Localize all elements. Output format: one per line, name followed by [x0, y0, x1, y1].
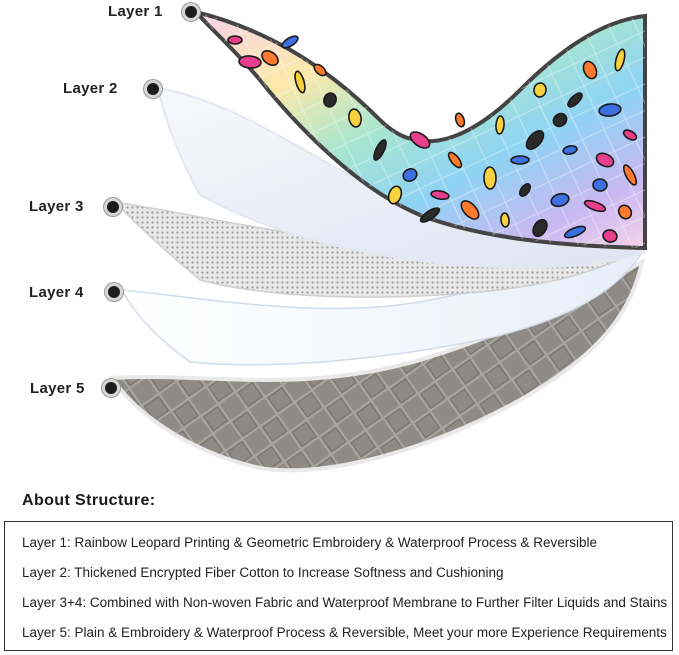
layer-1-shape: [190, 8, 647, 251]
leopard-spot: [552, 112, 568, 128]
leopard-spot: [614, 48, 626, 72]
leopard-spot: [567, 92, 583, 108]
leopard-spot: [500, 212, 510, 228]
leopard-spot: [495, 115, 505, 135]
leopard-spot: [550, 192, 570, 208]
description-line-layer-2: Layer 2: Thickened Encrypted Fiber Cotto…: [22, 565, 504, 580]
structure-description-box: Layer 1: Rainbow Leopard Printing & Geom…: [4, 521, 673, 651]
layer-2-label: Layer 2: [63, 80, 118, 97]
leopard-spot: [454, 112, 466, 128]
leopard-spot: [227, 35, 243, 45]
leopard-spots: [227, 35, 638, 243]
leopard-spot: [583, 199, 607, 213]
leopard-spot: [430, 189, 450, 201]
layer-3-label: Layer 3: [29, 198, 84, 215]
leopard-spot: [602, 229, 618, 243]
leopard-spot: [409, 131, 431, 149]
description-line-layer-1: Layer 1: Rainbow Leopard Printing & Geom…: [22, 535, 598, 550]
leopard-spot: [313, 63, 327, 77]
leopard-spot: [532, 218, 548, 238]
leopard-spot: [582, 60, 598, 80]
layer-5-label: Layer 5: [30, 380, 85, 397]
leopard-spot: [419, 207, 441, 223]
leopard-spot: [525, 130, 545, 150]
layer-2-marker-dot: [144, 80, 162, 98]
leopard-spot: [387, 185, 403, 205]
leopard-spot: [533, 82, 547, 98]
description-line-layer-5: Layer 5: Plain & Embroidery & Waterproof…: [22, 625, 667, 640]
description-line-layer-3-4: Layer 3+4: Combined with Non-woven Fabri…: [22, 595, 668, 610]
leopard-spot: [281, 35, 299, 49]
leopard-spot: [510, 155, 530, 165]
leopard-spot: [447, 151, 463, 169]
leopard-spot: [592, 178, 608, 192]
leopard-spot: [518, 183, 532, 197]
layer-2-shape: [156, 86, 646, 269]
layer-1-marker-dot: [182, 3, 200, 21]
layer-1-label: Layer 1: [108, 3, 163, 20]
leopard-spot: [562, 145, 578, 155]
leopard-spot: [483, 166, 497, 190]
layer-4-shape: [120, 246, 647, 366]
leopard-spot: [323, 92, 337, 108]
leopard-spot: [617, 204, 633, 220]
leopard-spot: [622, 129, 638, 141]
layer-4-marker-dot: [105, 283, 123, 301]
layer-5-shape: [108, 258, 645, 473]
leopard-spot: [595, 152, 615, 168]
leopard-spot: [238, 55, 262, 69]
about-structure-heading: About Structure:: [22, 492, 156, 509]
layer-4-label: Layer 4: [29, 284, 84, 301]
leopard-spot: [402, 167, 418, 183]
leopard-spot: [373, 139, 387, 161]
leopard-spot: [460, 200, 480, 220]
leopard-spot: [348, 108, 362, 128]
leopard-spot: [598, 103, 622, 117]
leopard-spot: [563, 225, 587, 239]
leopard-spot: [294, 70, 306, 94]
layer-structure-diagram: [108, 8, 647, 473]
leopard-spot: [622, 164, 638, 186]
layer-5-marker-dot: [102, 379, 120, 397]
layer-3-marker-dot: [104, 198, 122, 216]
leopard-spot: [261, 49, 279, 67]
